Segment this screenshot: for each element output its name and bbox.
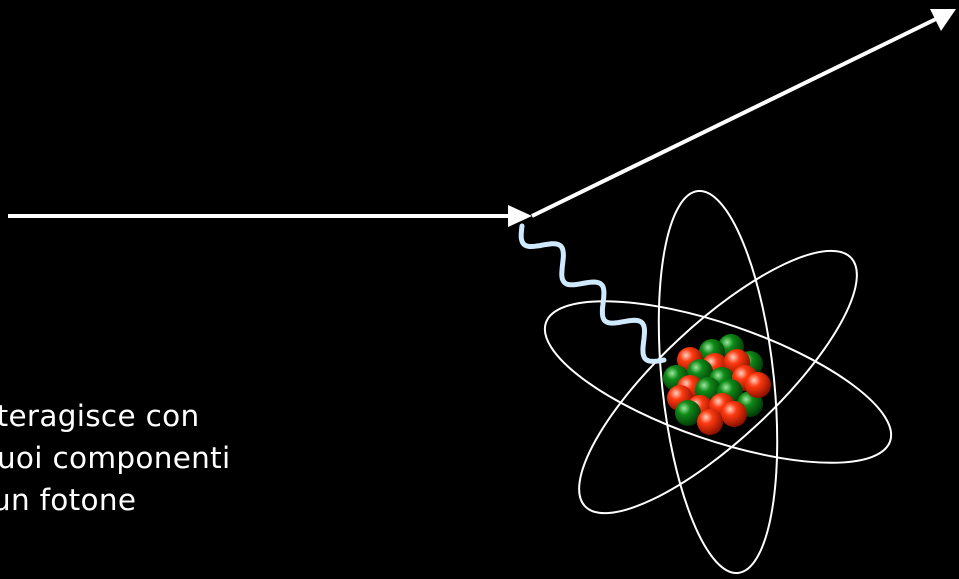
caption-line-3: biando un fotone bbox=[0, 483, 137, 517]
orbit-horizontal bbox=[543, 300, 893, 464]
caption-line-1: trone interagisce con bbox=[0, 399, 200, 433]
scattered-electron-arrow bbox=[531, 9, 956, 218]
arrowhead-icon bbox=[508, 205, 532, 227]
proton bbox=[697, 409, 723, 435]
proton bbox=[721, 401, 747, 427]
orbit-left-tilted bbox=[657, 189, 779, 575]
caption-line-2: leo e i suoi componenti bbox=[0, 441, 231, 475]
atom-orbits bbox=[543, 189, 893, 575]
incoming-electron-arrow bbox=[8, 205, 532, 227]
caption-text: trone interagisce con leo e i suoi compo… bbox=[0, 395, 520, 521]
nucleus bbox=[663, 334, 771, 435]
virtual-photon-wave bbox=[518, 223, 667, 364]
arrowhead-icon bbox=[930, 9, 956, 31]
orbit-right-tilted bbox=[578, 249, 858, 515]
proton bbox=[745, 372, 771, 398]
neutron bbox=[675, 400, 701, 426]
